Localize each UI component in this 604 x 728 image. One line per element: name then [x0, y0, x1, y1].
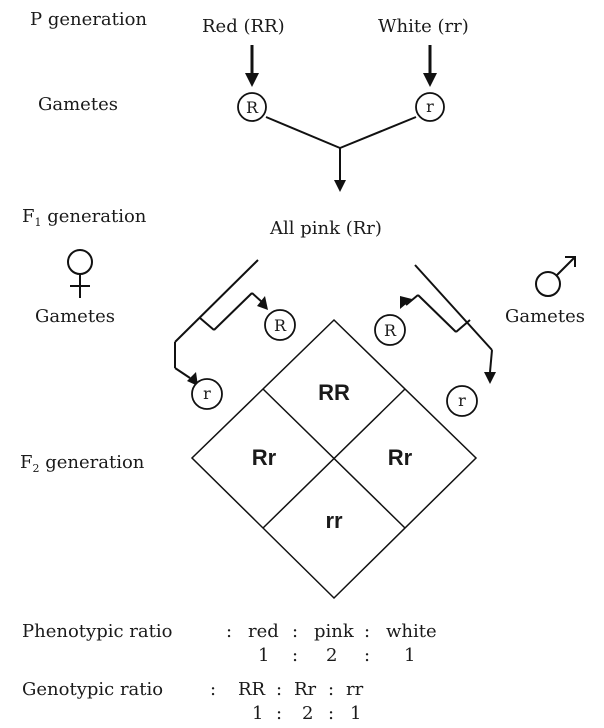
phenotype-value-2: 2: [326, 645, 337, 666]
svg-text:r: r: [426, 97, 434, 116]
punnett-cell-bottom: rr: [325, 508, 343, 533]
f2-generation-label: F2 generation: [20, 452, 145, 475]
phenotype-value-sep-1: :: [292, 645, 298, 666]
phenotype-sep-1: :: [292, 621, 298, 642]
gametes-label-male: Gametes: [505, 306, 585, 327]
svg-text:r: r: [203, 384, 211, 403]
phenotypic-ratio-colon: :: [226, 621, 232, 642]
punnett-cell-right: Rr: [388, 445, 413, 470]
female-gamete-R: R: [264, 309, 296, 341]
phenotypic-ratio-label: Phenotypic ratio: [22, 621, 172, 642]
parent-red: Red (RR): [202, 16, 285, 37]
gametes-label-female: Gametes: [35, 306, 115, 327]
female-arrow-R: [257, 296, 268, 310]
genotype-term-Rr: Rr: [294, 679, 317, 700]
svg-text:R: R: [274, 316, 287, 335]
parent-arrow-left: [245, 45, 259, 87]
female-symbol-icon: [67, 249, 93, 298]
female-arrow-r: [187, 372, 198, 386]
phenotype-term-white: white: [386, 621, 437, 642]
genotype-sep-1: :: [276, 679, 282, 700]
genotypic-ratio-label: Genotypic ratio: [22, 679, 163, 700]
male-gamete-bracket: [405, 264, 493, 373]
f1-result: All pink (Rr): [269, 218, 382, 239]
genotype-term-rr: rr: [346, 679, 364, 700]
svg-text:R: R: [384, 321, 397, 340]
phenotype-value-3: 1: [404, 645, 415, 666]
f1-generation-label: F1 generation: [22, 206, 147, 229]
genotype-value-1: 1: [252, 703, 263, 724]
genotype-value-sep-2: :: [328, 703, 334, 724]
genotype-value-3: 1: [350, 703, 361, 724]
genotypic-ratio-colon: :: [210, 679, 216, 700]
parent-arrow-right: [423, 45, 437, 87]
fertilisation-lines: [265, 116, 417, 180]
phenotype-term-pink: pink: [314, 621, 355, 642]
male-arrow-r: [484, 372, 496, 384]
gametes-label-top: Gametes: [38, 94, 118, 115]
p-gamete-R: R: [237, 92, 267, 122]
p-generation-label: P generation: [30, 9, 147, 30]
svg-text:R: R: [246, 98, 259, 117]
phenotype-sep-2: :: [364, 621, 370, 642]
male-arrow-R: [400, 296, 412, 309]
male-gamete-r: r: [446, 385, 478, 417]
svg-text:r: r: [458, 391, 466, 410]
phenotype-term-red: red: [248, 621, 279, 642]
genotype-value-sep-1: :: [276, 703, 282, 724]
genotype-sep-2: :: [328, 679, 334, 700]
punnett-square: [190, 318, 478, 600]
phenotype-value-1: 1: [258, 645, 269, 666]
female-gamete-r: r: [191, 378, 223, 410]
p-gamete-r: r: [415, 92, 445, 122]
punnett-cell-top: RR: [318, 380, 350, 405]
parent-white: White (rr): [378, 16, 469, 37]
female-gamete-bracket: [174, 259, 263, 379]
genotype-term-RR: RR: [238, 679, 266, 700]
male-symbol-icon: [535, 256, 576, 297]
f1-arrow-head: [334, 180, 346, 192]
punnett-cell-left: Rr: [252, 445, 277, 470]
male-gamete-R: R: [374, 314, 406, 346]
phenotype-value-sep-2: :: [364, 645, 370, 666]
genotype-value-2: 2: [302, 703, 313, 724]
